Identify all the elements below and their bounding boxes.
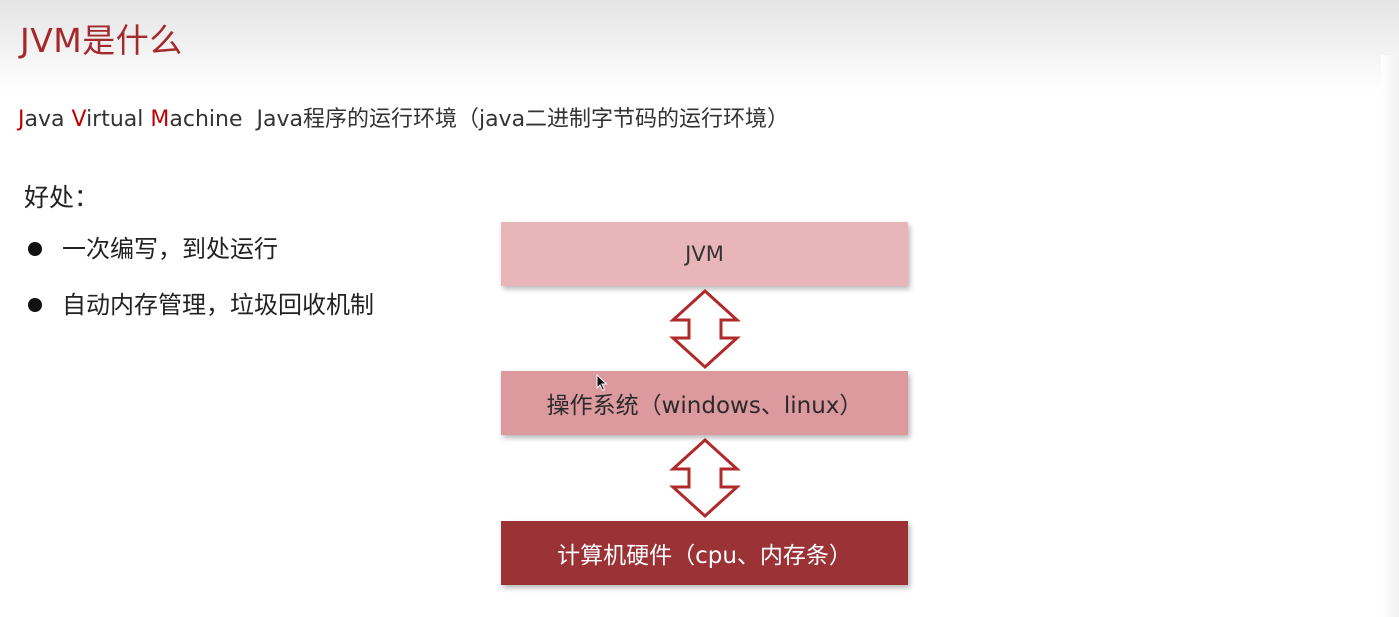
benefit-text: 自动内存管理，垃圾回收机制 (62, 291, 374, 319)
layer-hardware-label: 计算机硬件（cpu、内存条） (557, 543, 852, 569)
list-item: 一次编写，到处运行 (26, 232, 374, 288)
bullet-icon (28, 298, 42, 312)
layer-os-box: 操作系统（windows、linux） (501, 371, 908, 435)
mouse-pointer-icon (596, 374, 608, 392)
jvm-definition: Java Virtual Machine Java程序的运行环境（java二进制… (18, 101, 789, 133)
accent-letter-m: M (150, 107, 170, 132)
accent-letter-j: J (18, 107, 25, 132)
accent-letter-v: V (71, 107, 87, 132)
header-band (0, 0, 1399, 92)
bullet-icon (28, 242, 42, 256)
layer-jvm-box: JVM (501, 222, 908, 286)
list-item: 自动内存管理，垃圾回收机制 (26, 288, 374, 344)
double-vertical-arrow-icon (669, 288, 741, 370)
definition-text-irtual: irtual (86, 107, 151, 132)
layer-jvm-label: JVM (685, 242, 724, 266)
definition-description: Java程序的运行环境（java二进制字节码的运行环境） (242, 107, 790, 132)
double-vertical-arrow-icon (669, 437, 741, 519)
slide-edge-shadow (1381, 55, 1399, 617)
layer-hardware-box: 计算机硬件（cpu、内存条） (501, 521, 908, 585)
benefits-list: 一次编写，到处运行 自动内存管理，垃圾回收机制 (26, 232, 374, 344)
benefit-text: 一次编写，到处运行 (62, 235, 278, 263)
definition-text-ava: ava (24, 107, 72, 132)
benefits-heading: 好处： (24, 183, 100, 212)
layer-os-label: 操作系统（windows、linux） (546, 393, 863, 419)
definition-text-achine: achine (169, 107, 243, 132)
slide-title: JVM是什么 (20, 21, 183, 60)
